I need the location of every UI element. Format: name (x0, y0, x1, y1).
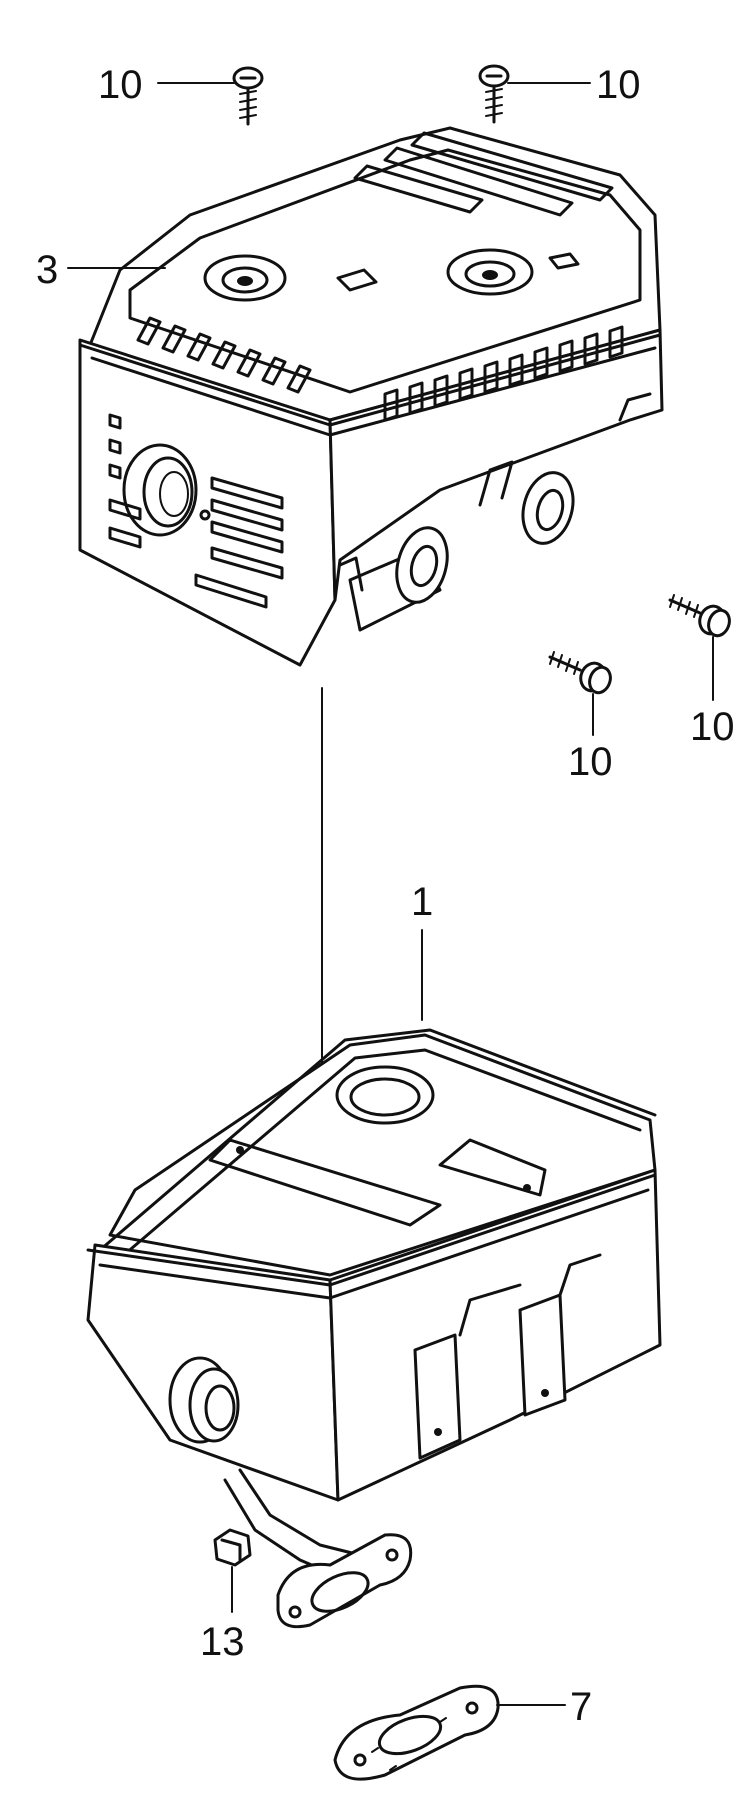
muffler-gasket (333, 1684, 500, 1781)
callout-10-top-right: 10 (596, 63, 641, 107)
callout-13: 13 (200, 1620, 245, 1664)
muffler (86, 1028, 662, 1629)
cap-screw-top-left (232, 66, 264, 126)
cap-screw-top-right (478, 64, 510, 124)
callout-3: 3 (36, 248, 58, 292)
callout-10-mid: 10 (568, 740, 613, 784)
muffler-protector (78, 126, 664, 667)
cap-screw-right (668, 594, 731, 638)
callout-7: 7 (570, 1685, 592, 1729)
callout-10-top-left: 10 (98, 63, 143, 107)
callout-10-right: 10 (690, 705, 735, 749)
vent-slots-front-top (136, 316, 312, 394)
vent-slots-right-top (383, 325, 624, 422)
cap-screw-mid (548, 651, 612, 695)
callout-1: 1 (411, 880, 433, 924)
vent-slots-front-side (108, 413, 284, 609)
flange-nut (213, 1528, 252, 1567)
